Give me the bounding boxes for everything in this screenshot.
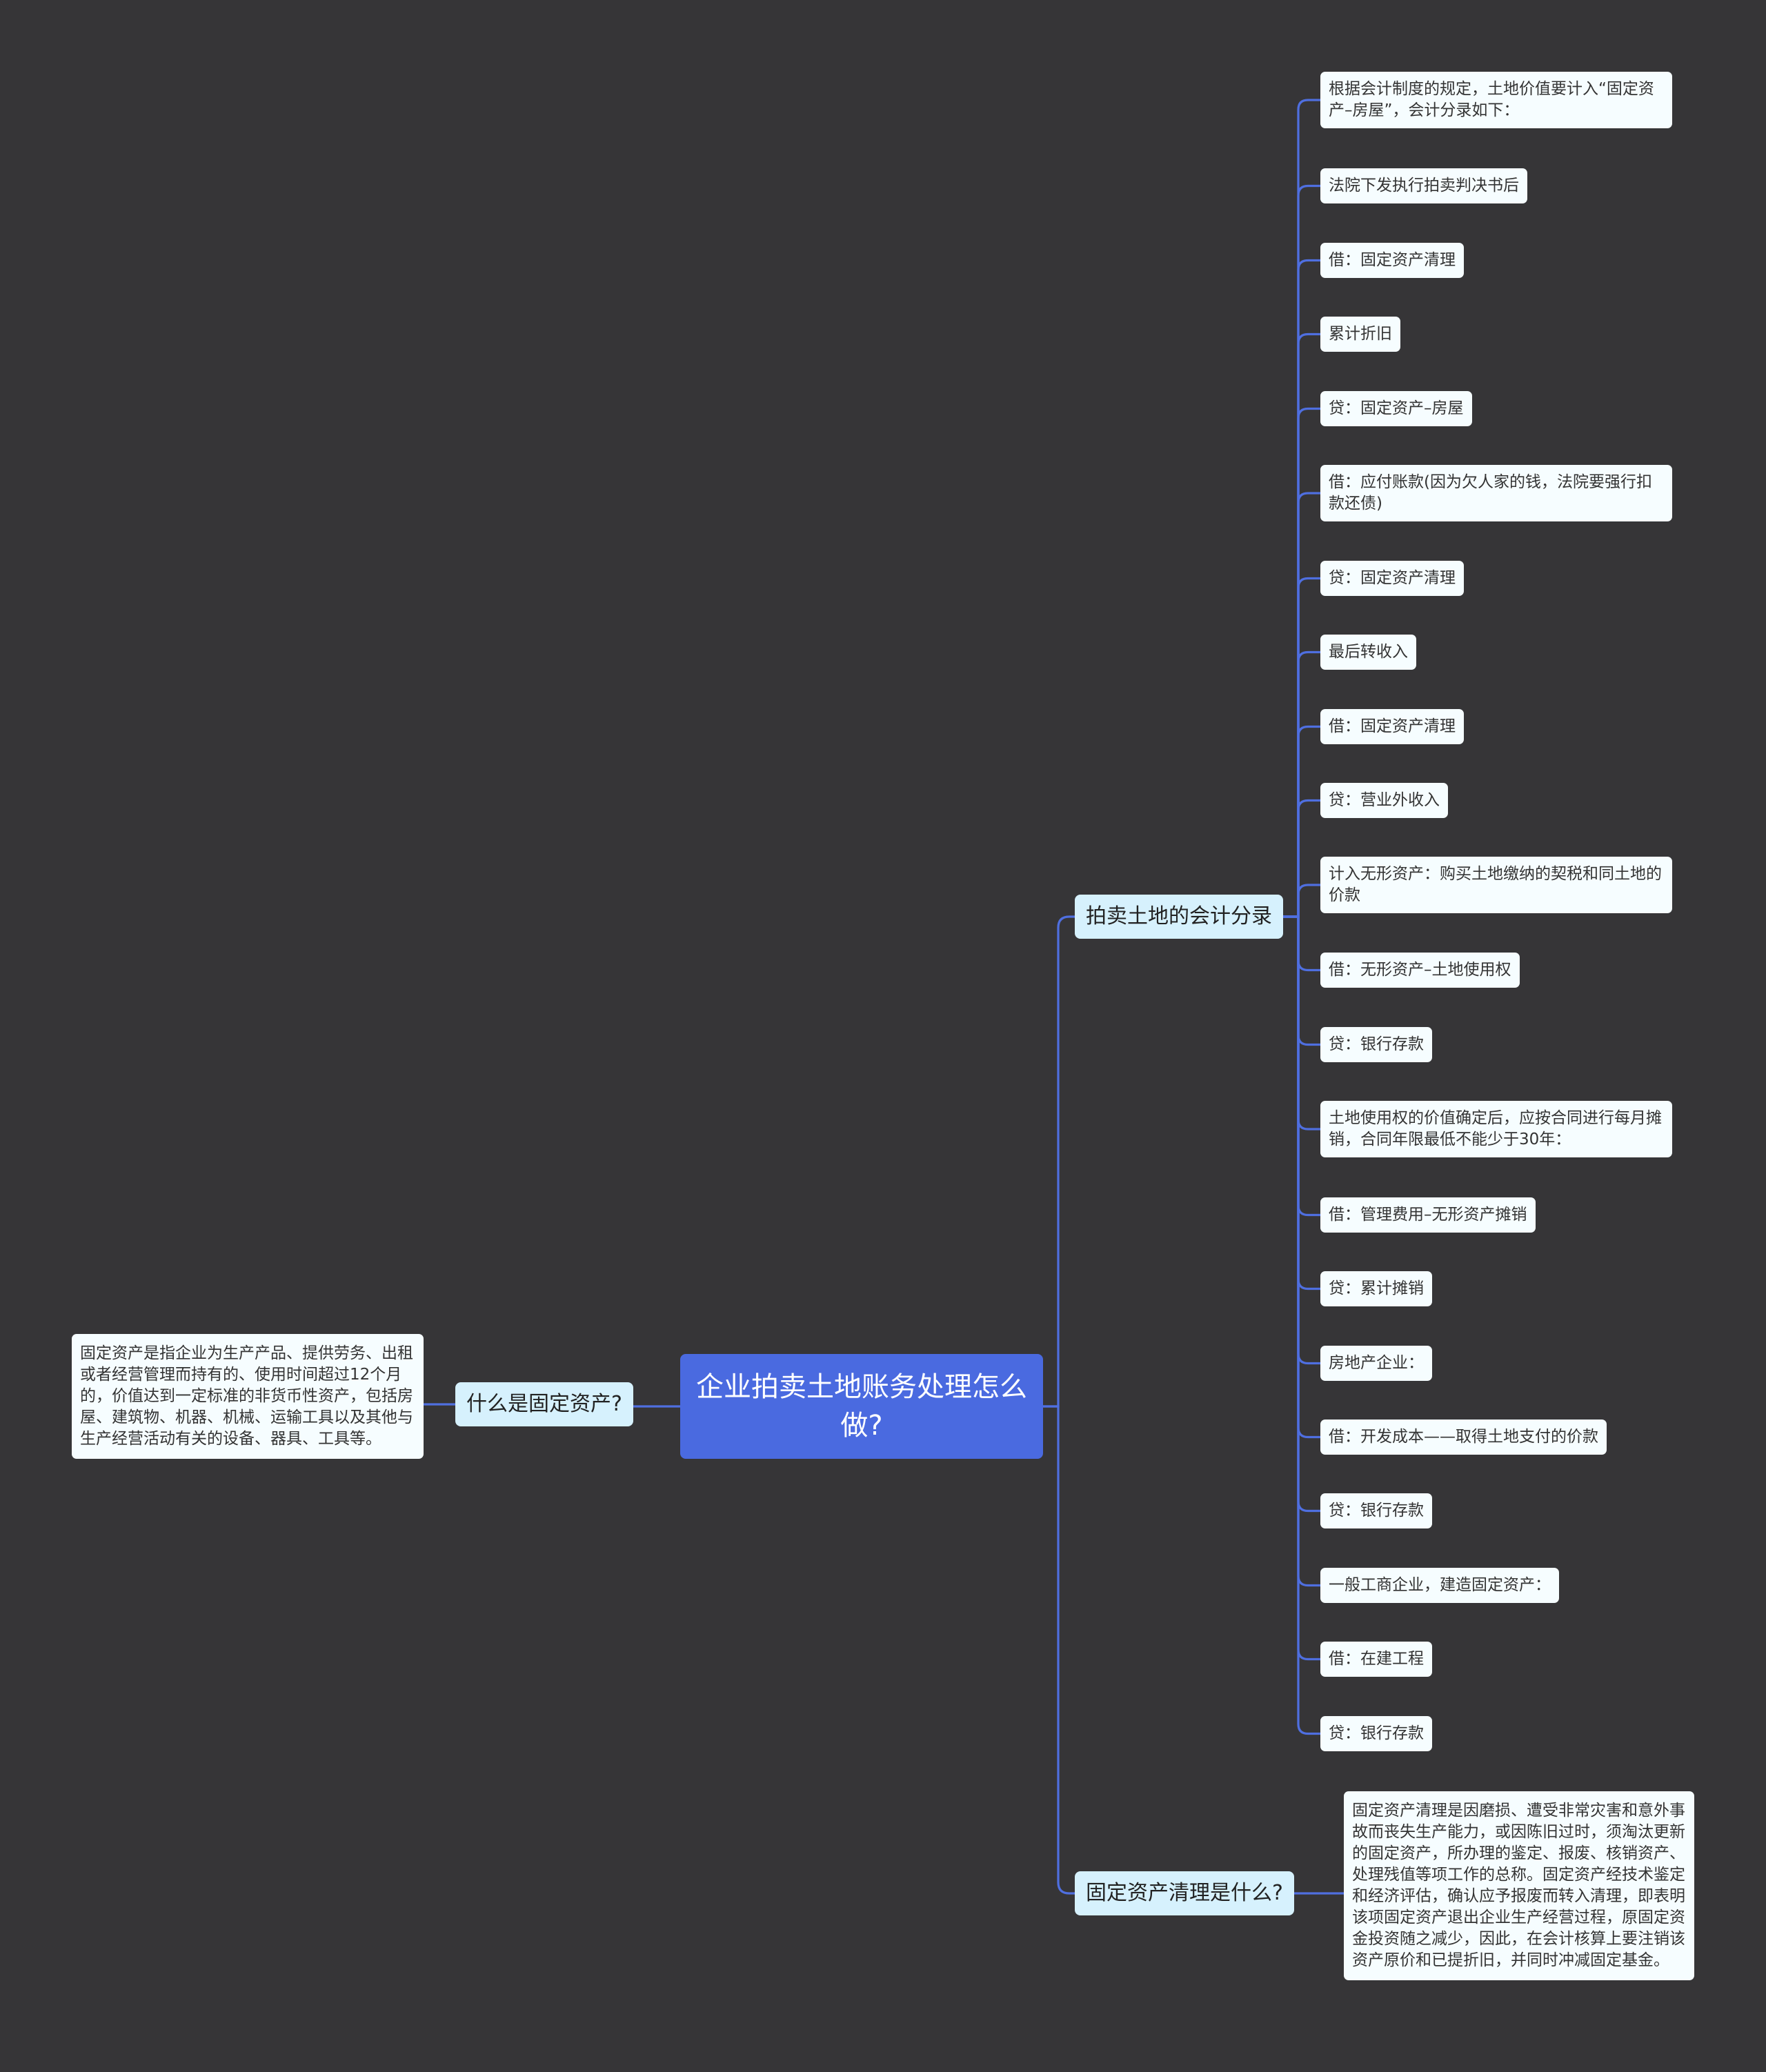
accounting-item-text: 贷：累计摊销: [1329, 1279, 1424, 1297]
accounting-item[interactable]: 借：在建工程: [1320, 1642, 1432, 1677]
accounting-item[interactable]: 借：开发成本——取得土地支付的价款: [1320, 1419, 1607, 1455]
root-title: 企业拍卖土地账务处理怎么做?: [696, 1371, 1027, 1442]
link-accounting-item: [1283, 99, 1320, 918]
link-accounting-item: [1283, 915, 1320, 1587]
link-accounting-item: [1283, 915, 1320, 1439]
accounting-item-text: 累计折旧: [1329, 325, 1392, 343]
branch-what-is-fixed-asset[interactable]: 什么是固定资产?: [455, 1382, 633, 1426]
accounting-item[interactable]: 房地产企业：: [1320, 1346, 1432, 1381]
link-accounting-item: [1283, 915, 1320, 1291]
cleanup-definition[interactable]: 固定资产清理是因磨损、遭受非常灾害和意外事故而丧失生产能力，或因陈旧过时，须淘汰…: [1344, 1791, 1694, 1980]
link-accounting-item: [1283, 650, 1320, 918]
accounting-item-text: 土地使用权的价值确定后，应按合同进行每月摊销，合同年限最低不能少于30年：: [1329, 1109, 1662, 1148]
link-accounting-item: [1283, 725, 1320, 918]
accounting-item-text: 根据会计制度的规定，土地价值要计入“固定资产–房屋”，会计分录如下：: [1329, 80, 1654, 119]
link-accounting-item: [1283, 915, 1320, 972]
link-accounting-item: [1283, 259, 1320, 918]
link-accounting-item: [1283, 915, 1320, 1735]
accounting-item[interactable]: 最后转收入: [1320, 635, 1416, 670]
link-root-cleanup: [1043, 1405, 1075, 1895]
accounting-item[interactable]: 土地使用权的价值确定后，应按合同进行每月摊销，合同年限最低不能少于30年：: [1320, 1101, 1672, 1157]
accounting-item-text: 贷：银行存款: [1329, 1035, 1424, 1053]
cleanup-definition-text: 固定资产清理是因磨损、遭受非常灾害和意外事故而丧失生产能力，或因陈旧过时，须淘汰…: [1352, 1802, 1685, 1969]
link-accounting-item: [1283, 577, 1320, 918]
accounting-item[interactable]: 计入无形资产：购买土地缴纳的契税和同土地的价款: [1320, 857, 1672, 913]
accounting-item[interactable]: 借：无形资产–土地使用权: [1320, 953, 1520, 988]
accounting-item[interactable]: 贷：营业外收入: [1320, 783, 1448, 818]
accounting-item-text: 最后转收入: [1329, 643, 1408, 661]
accounting-item-text: 借：固定资产清理: [1329, 251, 1456, 269]
accounting-item[interactable]: 借：固定资产清理: [1320, 243, 1464, 278]
accounting-item[interactable]: 累计折旧: [1320, 317, 1400, 352]
link-accounting-item: [1283, 884, 1320, 918]
accounting-item[interactable]: 借：固定资产清理: [1320, 709, 1464, 744]
fixed-asset-definition-text: 固定资产是指企业为生产产品、提供劳务、出租或者经营管理而持有的、使用时间超过12…: [80, 1344, 413, 1448]
link-accounting-item: [1283, 332, 1320, 918]
accounting-item-text: 贷：银行存款: [1329, 1724, 1424, 1742]
branch-cleanup-label: 固定资产清理是什么?: [1086, 1881, 1283, 1905]
accounting-item-text: 借：应付账款(因为欠人家的钱，法院要强行扣款还债): [1329, 473, 1652, 512]
accounting-item[interactable]: 贷：累计摊销: [1320, 1271, 1432, 1306]
fixed-asset-definition[interactable]: 固定资产是指企业为生产产品、提供劳务、出租或者经营管理而持有的、使用时间超过12…: [72, 1334, 424, 1459]
link-accounting-item: [1283, 915, 1320, 1046]
link-accounting-item: [1283, 492, 1320, 918]
branch-accounting-label: 拍卖土地的会计分录: [1086, 904, 1272, 928]
accounting-item-text: 法院下发执行拍卖判决书后: [1329, 177, 1519, 195]
accounting-item-text: 贷：固定资产清理: [1329, 569, 1456, 587]
accounting-item[interactable]: 借：应付账款(因为欠人家的钱，法院要强行扣款还债): [1320, 465, 1672, 521]
branch-fixed-asset-cleanup[interactable]: 固定资产清理是什么?: [1075, 1871, 1294, 1915]
accounting-item-text: 借：管理费用–无形资产摊销: [1329, 1206, 1527, 1224]
branch-fixed-asset-label: 什么是固定资产?: [466, 1392, 622, 1416]
accounting-item-text: 贷：银行存款: [1329, 1502, 1424, 1520]
link-accounting-item: [1283, 407, 1320, 918]
accounting-item[interactable]: 贷：银行存款: [1320, 1493, 1432, 1528]
link-accounting-item: [1283, 915, 1320, 1365]
link-accounting-item: [1283, 799, 1320, 918]
link-accounting-item: [1283, 915, 1320, 1217]
accounting-item[interactable]: 贷：银行存款: [1320, 1716, 1432, 1751]
accounting-item[interactable]: 贷：固定资产清理: [1320, 561, 1464, 596]
accounting-item-text: 借：无形资产–土地使用权: [1329, 961, 1511, 979]
accounting-item-text: 借：固定资产清理: [1329, 717, 1456, 735]
branch-accounting-entries[interactable]: 拍卖土地的会计分录: [1075, 895, 1283, 939]
link-accounting-item: [1283, 184, 1320, 918]
accounting-item[interactable]: 借：管理费用–无形资产摊销: [1320, 1197, 1536, 1233]
accounting-item-text: 贷：营业外收入: [1329, 791, 1440, 809]
accounting-item[interactable]: 贷：银行存款: [1320, 1027, 1432, 1062]
link-accounting-item: [1283, 915, 1320, 1130]
root-topic[interactable]: 企业拍卖土地账务处理怎么做?: [680, 1354, 1043, 1459]
accounting-item-text: 房地产企业：: [1329, 1354, 1424, 1372]
accounting-item-text: 借：在建工程: [1329, 1650, 1424, 1668]
accounting-item-text: 贷：固定资产–房屋: [1329, 399, 1464, 417]
link-root-accounting: [1043, 915, 1075, 1408]
accounting-item-text: 计入无形资产：购买土地缴纳的契税和同土地的价款: [1329, 865, 1662, 904]
accounting-item-text: 一般工商企业，建造固定资产：: [1329, 1576, 1551, 1594]
accounting-item-text: 借：开发成本——取得土地支付的价款: [1329, 1428, 1598, 1446]
accounting-item[interactable]: 贷：固定资产–房屋: [1320, 391, 1472, 426]
accounting-item[interactable]: 根据会计制度的规定，土地价值要计入“固定资产–房屋”，会计分录如下：: [1320, 72, 1672, 128]
accounting-item[interactable]: 法院下发执行拍卖判决书后: [1320, 168, 1527, 203]
accounting-item[interactable]: 一般工商企业，建造固定资产：: [1320, 1568, 1559, 1603]
